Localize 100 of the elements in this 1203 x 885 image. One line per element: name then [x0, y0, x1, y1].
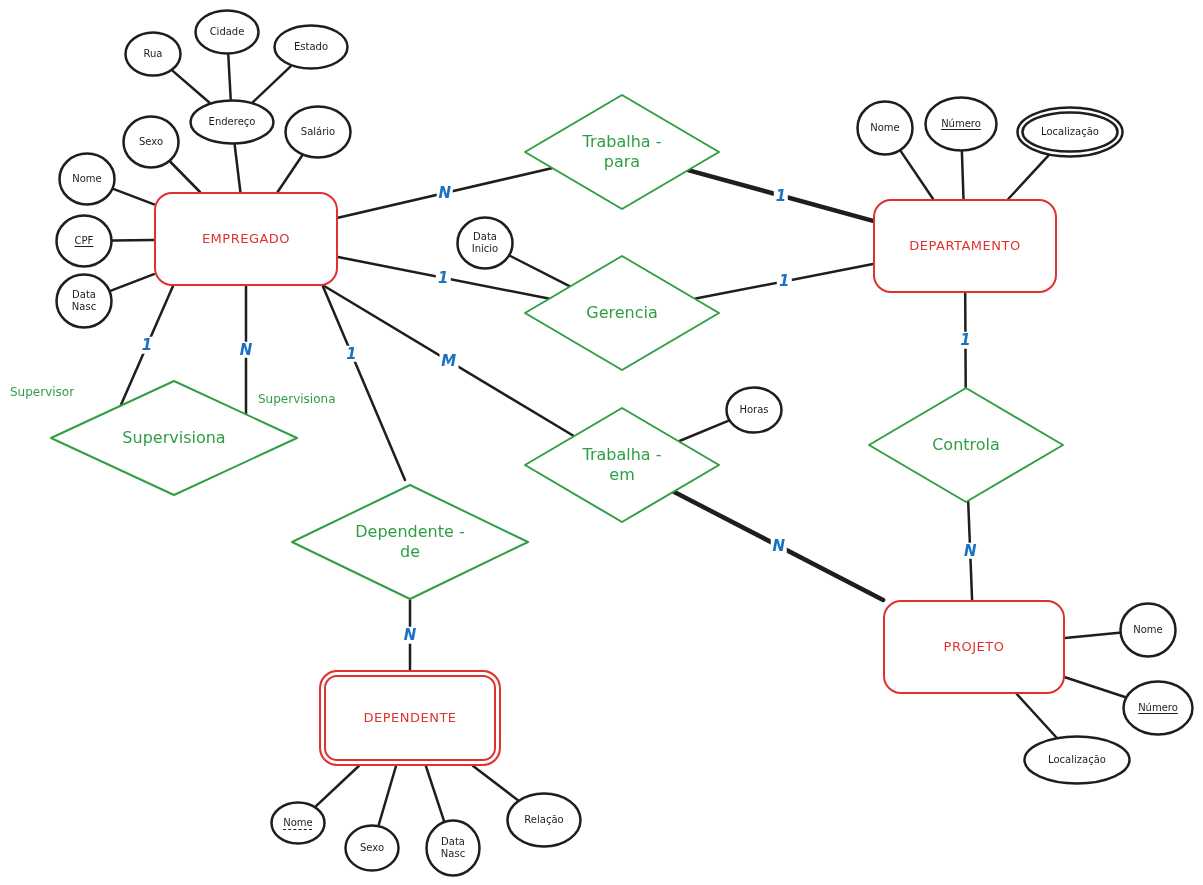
- attribute-name: Endereço: [208, 115, 256, 129]
- connector-line: [244, 284, 248, 415]
- cardinality-label: 1: [139, 337, 155, 354]
- attribute-ellipse: [456, 216, 514, 270]
- connector-line: [509, 254, 571, 288]
- relationship-diamond: [524, 407, 720, 523]
- cardinality-label: M: [439, 352, 459, 370]
- entity-box: [883, 600, 1065, 694]
- attribute-name: Horas: [739, 403, 769, 417]
- connector-line: [233, 143, 242, 194]
- key-attribute-ellipse: [1122, 680, 1194, 736]
- relationship-diamond: [524, 255, 720, 371]
- relationship-diamond: [291, 484, 529, 600]
- attribute-name: Localização: [1048, 753, 1106, 767]
- attribute-name: Data Inicio: [470, 230, 500, 256]
- connector-line: [1007, 154, 1050, 201]
- connector-line: [171, 69, 211, 104]
- attribute-ellipse: [189, 99, 275, 145]
- connector-line: [314, 764, 361, 808]
- attribute-name: Rua: [143, 47, 163, 61]
- connector-line: [112, 187, 156, 206]
- attribute-name: Data Nasc: [70, 288, 98, 314]
- connector-line: [111, 238, 156, 242]
- connector-line: [119, 284, 175, 407]
- relationship-name: Trabalha -em: [581, 445, 663, 485]
- cardinality-label: 1: [773, 187, 789, 204]
- attribute-name: Nome: [72, 172, 102, 186]
- attribute-name: Número: [1138, 701, 1178, 715]
- relationship-name: Gerencia: [586, 303, 658, 323]
- attribute-name: Sexo: [359, 841, 385, 855]
- cardinality-label: 1: [344, 345, 359, 363]
- entity-name: EMPREGADO: [201, 230, 291, 248]
- attribute-name: Sexo: [138, 135, 164, 149]
- cardinality-label: N: [770, 537, 787, 555]
- attribute-ellipse: [122, 115, 180, 169]
- attribute-ellipse: [1119, 602, 1177, 658]
- role-name: Supervisor: [10, 385, 75, 399]
- relationship-diamond: [868, 387, 1064, 503]
- attribute-name: Nome: [1133, 623, 1163, 637]
- attribute-name: Nome: [283, 816, 313, 830]
- key-attribute-ellipse: [55, 214, 113, 268]
- role-name: Supervisiona: [258, 392, 336, 406]
- attribute-ellipse: [273, 24, 349, 70]
- connector-line: [336, 255, 550, 300]
- connector-line: [1015, 692, 1058, 739]
- partial-key-attribute-ellipse: [270, 801, 326, 845]
- attribute-ellipse: [55, 273, 113, 329]
- connector-line: [251, 65, 292, 104]
- connector-line: [424, 764, 446, 822]
- connector-line: [471, 764, 519, 802]
- entity-name: DEPENDENTE: [363, 709, 457, 727]
- connector-line: [678, 419, 730, 443]
- relationship-name: Dependente -de: [354, 522, 466, 562]
- weak-entity-box: [319, 670, 501, 766]
- connector-line: [694, 262, 875, 300]
- attribute-name: Salário: [300, 125, 336, 139]
- connector-line: [336, 167, 553, 219]
- entity-box: [873, 199, 1057, 293]
- attribute-ellipse: [425, 819, 481, 877]
- relationship-name: Trabalha -para: [581, 132, 663, 172]
- attribute-ellipse: [124, 31, 182, 77]
- attribute-name: Data Nasc: [439, 835, 467, 861]
- connector-line: [1063, 675, 1127, 699]
- relationship-name: Supervisiona: [122, 428, 226, 448]
- attribute-name: Nome: [870, 121, 900, 135]
- entity-name: DEPARTAMENTO: [909, 237, 1021, 255]
- connector-line: [899, 150, 935, 201]
- connector-line: [276, 154, 304, 194]
- attribute-ellipse: [1023, 735, 1131, 785]
- connector-line: [169, 160, 202, 194]
- attribute-ellipse: [58, 152, 116, 206]
- attribute-name: Relação: [524, 813, 564, 827]
- attribute-ellipse: [506, 792, 582, 848]
- attribute-ellipse: [284, 105, 352, 159]
- attribute-name: Localização: [1041, 125, 1099, 139]
- attribute-ellipse: [725, 386, 783, 434]
- connector-line: [109, 272, 156, 292]
- relationship-diamond: [524, 94, 720, 210]
- connector-line: [672, 489, 886, 603]
- attribute-ellipse: [344, 824, 400, 872]
- connector-line: [322, 284, 575, 438]
- cardinality-label: N: [961, 542, 979, 560]
- key-attribute-ellipse: [924, 96, 998, 152]
- attribute-ellipse: [856, 100, 914, 156]
- attribute-ellipse: [194, 9, 260, 55]
- entity-box: [154, 192, 338, 286]
- connector-line: [1063, 631, 1121, 640]
- attribute-name: CPF: [74, 234, 94, 248]
- attribute-name: Estado: [293, 40, 328, 54]
- cardinality-label: N: [401, 626, 419, 644]
- connector-line: [960, 150, 965, 201]
- attribute-name: Cidade: [209, 25, 245, 39]
- connector-line: [321, 284, 407, 482]
- attribute-name: Número: [941, 117, 981, 131]
- multivalued-attribute-ellipse: [1016, 106, 1124, 158]
- connector-line: [227, 53, 232, 101]
- cardinality-label: N: [237, 341, 255, 359]
- connector-line: [377, 764, 398, 826]
- relationship-name: Controla: [932, 435, 1000, 455]
- entity-name: PROJETO: [943, 638, 1005, 656]
